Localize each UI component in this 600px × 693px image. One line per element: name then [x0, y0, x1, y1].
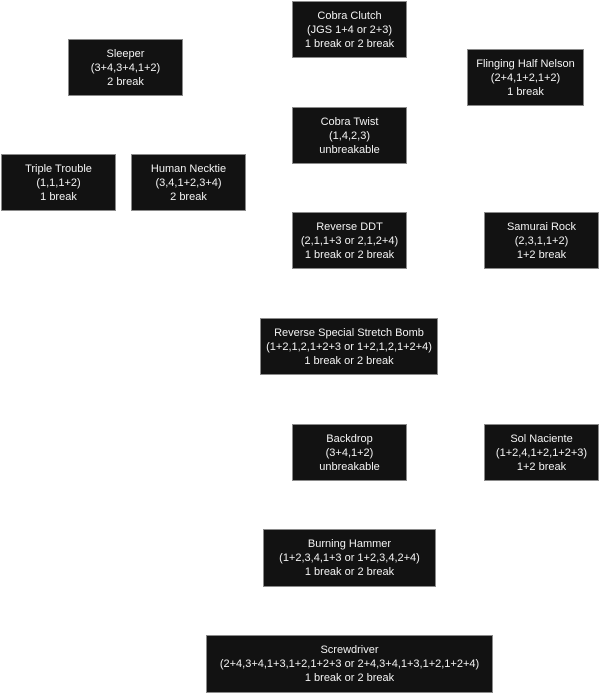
node-breaks: 2 break — [170, 190, 207, 203]
node-triple-trouble[interactable]: Triple Trouble (1,1,1+2) 1 break — [1, 154, 116, 211]
node-sequence: (1+2,3,4,1+3 or 1+2,3,4,2+4) — [279, 552, 420, 564]
node-samurai-rock[interactable]: Samurai Rock (2,3,1,1+2) 1+2 break — [484, 212, 599, 269]
node-title: Backdrop — [326, 432, 373, 445]
node-sol-naciente[interactable]: Sol Naciente (1+2,4,1+2,1+2+3) 1+2 break — [484, 424, 599, 481]
node-sequence: (3,4,1+2,3+4) — [155, 176, 222, 189]
node-breaks: 1+2 break — [516, 248, 567, 261]
node-title: Human Necktie — [150, 162, 227, 175]
node-screwdriver[interactable]: Screwdriver (2+4,3+4,1+3,1+2,1+2+3 or 2+… — [206, 635, 493, 693]
node-reverse-ddt[interactable]: Reverse DDT (2,1,1+3 or 2,1,2+4) 1 break… — [292, 212, 407, 269]
node-title: Flinging Half Nelson — [476, 57, 575, 70]
node-sequence: (JGS 1+4 or 2+3) — [307, 23, 392, 36]
node-sequence: (1,1,1+2) — [36, 176, 81, 189]
node-sequence: (3+4,1+2) — [325, 446, 374, 459]
node-sequence: (2+4,1+2,1+2) — [490, 71, 561, 84]
node-backdrop[interactable]: Backdrop (3+4,1+2) unbreakable — [292, 424, 407, 481]
node-breaks: 1 break or 2 break — [304, 672, 395, 684]
node-sequence: (2,1,1+3 or 2,1,2+4) — [300, 234, 399, 247]
node-title: Sleeper — [106, 47, 145, 60]
node-title: Burning Hammer — [307, 538, 392, 550]
node-breaks: 1 break or 2 break — [304, 354, 394, 367]
node-burning-hammer[interactable]: Burning Hammer (1+2,3,4,1+3 or 1+2,3,4,2… — [263, 529, 436, 587]
node-sequence: (1+2,4,1+2,1+2+3) — [495, 446, 588, 459]
node-title: Cobra Clutch — [317, 9, 382, 22]
node-breaks: 1+2 break — [516, 460, 567, 473]
node-title: Cobra Twist — [320, 115, 379, 128]
node-sequence: (2+4,3+4,1+3,1+2,1+2+3 or 2+4,3+4,1+3,1+… — [219, 658, 480, 670]
node-breaks: unbreakable — [319, 460, 380, 473]
node-title: Screwdriver — [320, 644, 379, 656]
node-human-necktie[interactable]: Human Necktie (3,4,1+2,3+4) 2 break — [131, 154, 246, 211]
node-sleeper[interactable]: Sleeper (3+4,3+4,1+2) 2 break — [68, 39, 183, 96]
node-sequence: (1+2,1,2,1+2+3 or 1+2,1,2,1+2+4) — [266, 340, 432, 353]
node-title: Reverse DDT — [316, 220, 383, 233]
node-cobra-clutch[interactable]: Cobra Clutch (JGS 1+4 or 2+3) 1 break or… — [292, 1, 407, 58]
node-cobra-twist[interactable]: Cobra Twist (1,4,2,3) unbreakable — [292, 107, 407, 164]
node-breaks: 2 break — [107, 75, 144, 88]
node-breaks: 1 break — [507, 85, 544, 98]
node-breaks: 1 break or 2 break — [304, 248, 395, 261]
node-title: Sol Naciente — [510, 432, 573, 445]
node-breaks: unbreakable — [319, 143, 380, 156]
node-sequence: (1,4,2,3) — [329, 129, 370, 142]
node-reverse-special-stretch-bomb[interactable]: Reverse Special Stretch Bomb (1+2,1,2,1+… — [260, 318, 438, 375]
node-breaks: 1 break or 2 break — [304, 566, 395, 578]
node-sequence: (2,3,1,1+2) — [514, 234, 569, 247]
node-breaks: 1 break — [40, 190, 77, 203]
node-flinging-half-nelson[interactable]: Flinging Half Nelson (2+4,1+2,1+2) 1 bre… — [467, 49, 584, 106]
node-title: Samurai Rock — [506, 220, 577, 233]
node-sequence: (3+4,3+4,1+2) — [90, 61, 161, 74]
node-breaks: 1 break or 2 break — [304, 37, 395, 50]
node-title: Reverse Special Stretch Bomb — [274, 326, 424, 339]
node-title: Triple Trouble — [25, 162, 92, 175]
